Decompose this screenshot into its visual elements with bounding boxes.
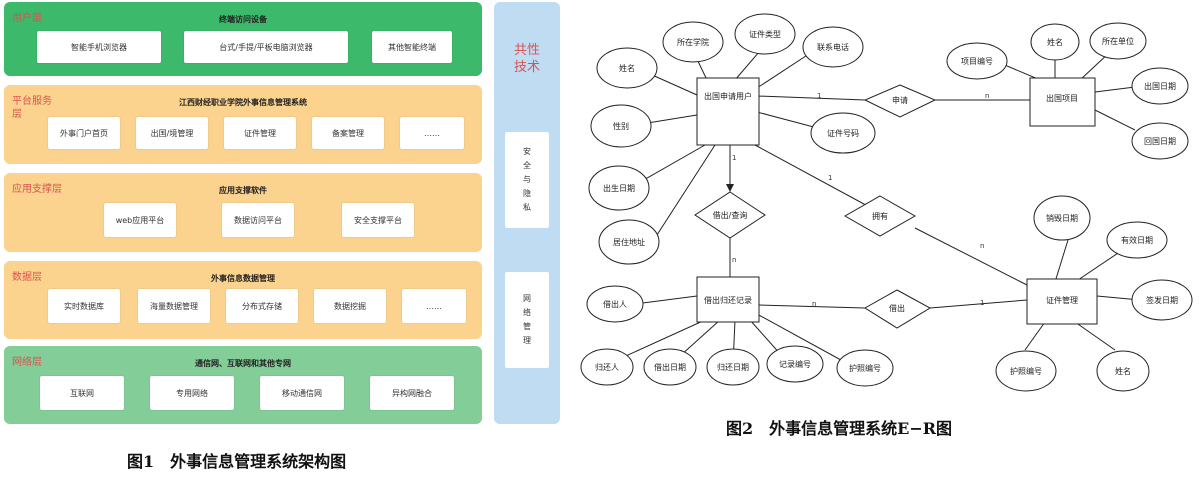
entity-applicant-label: 出国申请用户	[704, 91, 752, 101]
user-layer-name: 用户层	[12, 13, 42, 24]
architecture-diagram: 用户层 终端访问设备 智能手机浏览器 台式/手提/平板电脑浏览器 其他智能终端 …	[0, 0, 565, 430]
attr-college: 所在学院	[677, 37, 709, 47]
card-apply-n: n	[985, 92, 989, 100]
user-box-desktop: 台式/手提/平板电脑浏览器	[184, 31, 348, 63]
relationship-borrow-query-label: 借出/查询	[713, 210, 748, 220]
attribute-ellipses	[580, 13, 1193, 392]
figure2-caption: 图2 外事信息管理系统E−R图	[726, 419, 953, 438]
card-own-n: n	[980, 242, 984, 250]
figure1-caption: 图1 外事信息管理系统架构图	[127, 452, 347, 471]
data-layer-title: 外事信息数据管理	[211, 274, 275, 283]
user-box-smartphone: 智能手机浏览器	[37, 31, 161, 63]
relationship-own: 拥有	[843, 195, 917, 237]
platform-box-travel: 出国/境管理	[136, 117, 208, 149]
platform-box-portal: 外事门户首页	[48, 117, 120, 149]
entity-record-label: 借出归还记录	[704, 295, 752, 305]
card-apply-1: 1	[817, 92, 821, 100]
support-box-security: 安全支撑平台	[342, 203, 414, 237]
attr-cert-name: 姓名	[1115, 366, 1131, 376]
attr-proj-no: 项目编号	[961, 56, 993, 66]
relationship-lend: 借出	[864, 289, 932, 329]
relationship-borrow-query: 借出/查询	[694, 191, 766, 239]
data-box-realtime: 实时数据库	[48, 289, 120, 323]
attr-destroy-date: 销毁日期	[1046, 213, 1078, 223]
support-layer: 应用支撑层 应用支撑软件 web应用平台 数据访问平台 安全支撑平台	[4, 173, 482, 252]
attr-valid-date: 有效日期	[1121, 235, 1153, 245]
attr-lend-date: 借出日期	[654, 362, 686, 372]
arrowhead-icon	[726, 184, 734, 192]
attr-returner: 归还人	[595, 362, 619, 372]
network-layer-name: 网络层	[12, 357, 42, 368]
network-layer-title: 通信网、互联网和其他专网	[195, 359, 291, 368]
side-box-security-privacy: 安全与隐私	[505, 132, 549, 228]
attr-record-no: 记录编号	[779, 359, 811, 369]
card-own-1: 1	[828, 174, 832, 182]
platform-layer-name: 平台服务层	[12, 96, 52, 120]
attr-unit: 所在单位	[1102, 36, 1134, 46]
data-layer-name: 数据层	[12, 272, 42, 283]
platform-box-certificate: 证件管理	[224, 117, 296, 149]
attr-return-date: 回国日期	[1144, 137, 1176, 146]
network-box-private: 专用网络	[150, 376, 234, 410]
attr-gender: 性别	[613, 121, 629, 131]
network-layer: 网络层 通信网、互联网和其他专网 互联网 专用网络 移动通信网 异构网融合	[4, 346, 482, 424]
support-layer-name: 应用支撑层	[12, 184, 62, 195]
platform-box-more: ……	[400, 117, 464, 149]
network-box-internet: 互联网	[40, 376, 124, 410]
network-box-hetero: 异构网融合	[370, 376, 454, 410]
card-lend-1: 1	[980, 299, 984, 307]
common-tech-title: 共性技术	[513, 43, 540, 75]
platform-box-filing: 备案管理	[312, 117, 384, 149]
attr-address: 居住地址	[613, 237, 645, 247]
attr-proj-name: 姓名	[1047, 37, 1063, 47]
cardinality-labels: 1 n 1 n 1 n n 1	[732, 92, 989, 308]
attr-name: 姓名	[619, 63, 635, 73]
platform-layer-title: 江西财经职业学院外事信息管理系统	[179, 98, 307, 107]
attr-back-date: 归还日期	[717, 362, 749, 372]
attribute-labels: 姓名 所在学院 证件类型 联系电话 性别 证件号码 出生日期 居住地址 项目编号…	[595, 29, 1178, 376]
user-layer-title: 终端访问设备	[219, 15, 267, 24]
entity-record: 借出归还记录	[696, 276, 760, 323]
data-box-more: ……	[402, 289, 466, 323]
data-box-mining: 数据挖掘	[314, 289, 386, 323]
user-box-other: 其他智能终端	[372, 31, 452, 63]
relationship-own-label: 拥有	[872, 211, 888, 221]
attr-exit-date: 出国日期	[1144, 81, 1176, 91]
attr-issue-date: 签发日期	[1146, 295, 1178, 305]
attr-lender: 借出人	[603, 299, 627, 309]
attr-cert-no: 证件号码	[827, 128, 859, 138]
entity-certificate: 证件管理	[1026, 278, 1098, 325]
network-box-mobile: 移动通信网	[260, 376, 344, 410]
support-box-web: web应用平台	[104, 203, 176, 237]
relationship-apply: 申请	[863, 84, 937, 118]
attr-birth: 出生日期	[603, 183, 635, 193]
relationship-apply-label: 申请	[892, 95, 908, 105]
connector-lines	[616, 44, 1141, 366]
card-lend-n: n	[812, 300, 816, 308]
data-layer: 数据层 外事信息数据管理 实时数据库 海量数据管理 分布式存储 数据挖掘 ……	[4, 261, 482, 339]
user-layer: 用户层 终端访问设备 智能手机浏览器 台式/手提/平板电脑浏览器 其他智能终端	[4, 2, 482, 76]
common-tech-panel: 共性技术 安全与隐私 网络管理	[494, 2, 560, 424]
support-layer-title: 应用支撑软件	[219, 186, 267, 195]
attr-record-passport: 护照编号	[849, 363, 881, 373]
data-box-distributed: 分布式存储	[226, 289, 298, 323]
relationship-lend-label: 借出	[889, 303, 905, 313]
card-query-1: 1	[732, 154, 736, 162]
side-box-security-privacy-label: 安全与隐私	[523, 147, 531, 212]
entity-applicant: 出国申请用户	[696, 77, 760, 146]
entity-project-label: 出国项目	[1046, 93, 1078, 103]
card-query-n: n	[732, 256, 736, 264]
attr-passport-no: 护照编号	[1010, 366, 1042, 376]
support-box-data-access: 数据访问平台	[222, 203, 294, 237]
entity-project: 出国项目	[1029, 77, 1096, 127]
attr-phone: 联系电话	[817, 42, 849, 52]
entity-certificate-label: 证件管理	[1046, 295, 1078, 305]
attr-cert-type: 证件类型	[749, 29, 781, 39]
platform-layer: 平台服务层 江西财经职业学院外事信息管理系统 外事门户首页 出国/境管理 证件管…	[4, 85, 482, 164]
side-box-network-mgmt: 网络管理	[505, 272, 549, 368]
data-box-massive: 海量数据管理	[138, 289, 210, 323]
er-diagram: 1 n 1 n 1 n n 1 出国申请用户 出国项目 借出归还记录 证件管理 …	[580, 13, 1193, 392]
side-box-network-mgmt-label: 网络管理	[523, 294, 531, 345]
